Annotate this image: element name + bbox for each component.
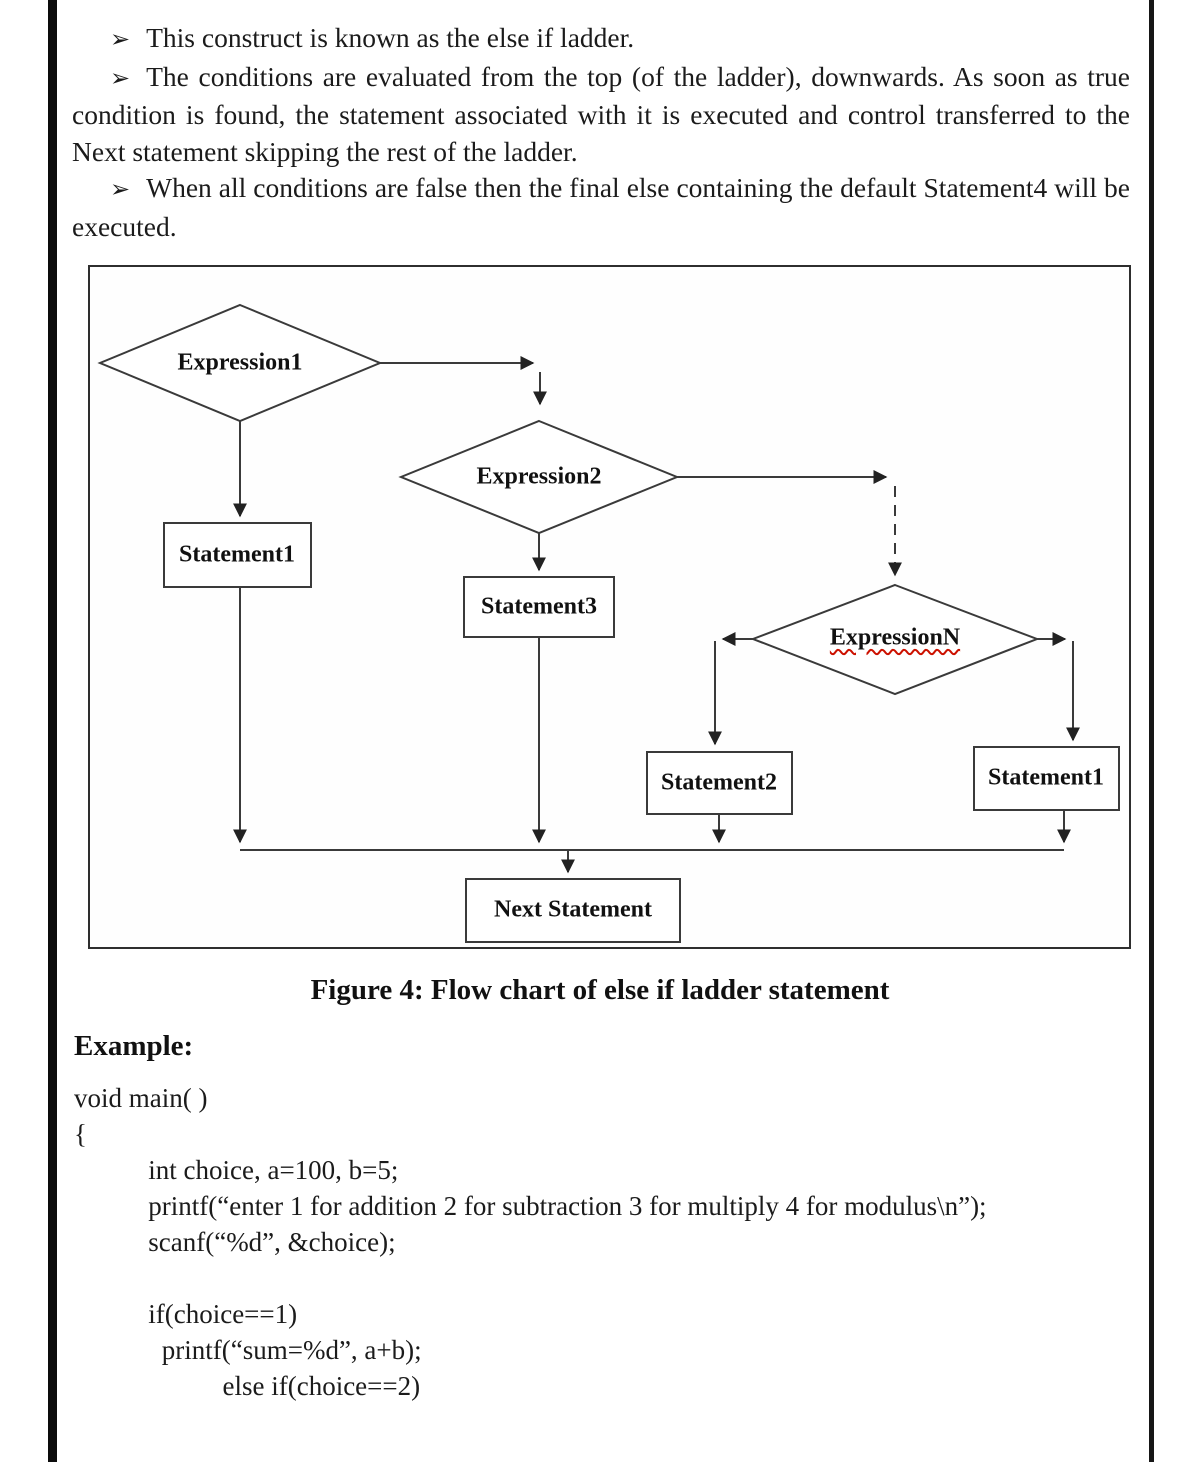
code-line: int choice, a=100, b=5; — [74, 1155, 399, 1185]
code-block: void main( ) { int choice, a=100, b=5; p… — [74, 1080, 1134, 1404]
statement2-label: Statement2 — [661, 769, 777, 796]
flowchart-canvas — [97, 303, 1120, 943]
statement3-label: Statement3 — [481, 593, 597, 620]
bullet-point: ➢The conditions are evaluated from the t… — [72, 59, 1130, 171]
example-heading: Example: — [74, 1030, 194, 1062]
flowchart-figure: Expression1 Expression2 ExpressionN Stat… — [88, 265, 1131, 949]
bullet-text: This construct is known as the else if l… — [146, 22, 635, 53]
bullet-point: ➢When all conditions are false then the … — [72, 170, 1130, 245]
code-line: else if(choice==2) — [74, 1371, 421, 1401]
code-line: { — [74, 1119, 87, 1149]
bullet-text: When all conditions are false then the f… — [72, 172, 1130, 242]
code-line: printf(“sum=%d”, a+b); — [74, 1335, 422, 1365]
statement2-box — [646, 751, 793, 815]
statement1-right-label: Statement1 — [988, 764, 1104, 791]
code-line: scanf(“%d”, &choice); — [74, 1227, 396, 1257]
intro-text: ➢ This construct is known as the else if … — [72, 20, 1130, 245]
next-statement-box — [465, 878, 681, 943]
statement3-box — [463, 576, 615, 638]
statement1-left-label: Statement1 — [179, 541, 295, 568]
code-line: void main( ) — [74, 1083, 208, 1113]
arrow-bullet-icon: ➢ — [110, 27, 131, 53]
expression2-label: Expression2 — [476, 463, 602, 490]
statement1-left-box — [163, 522, 312, 588]
bullet-text: The conditions are evaluated from the to… — [72, 60, 1130, 167]
code-line: printf(“enter 1 for addition 2 for subtr… — [74, 1191, 987, 1221]
arrow-bullet-icon: ➢ — [110, 177, 131, 203]
code-line — [74, 1260, 1134, 1296]
page-right-border — [1149, 0, 1154, 1462]
page-left-border — [48, 0, 57, 1462]
bullet-point: ➢ This construct is known as the else if … — [72, 20, 1130, 59]
arrow-bullet-icon: ➢ — [110, 65, 131, 92]
statement1-right-box — [973, 746, 1120, 811]
next-statement-label: Next Statement — [494, 896, 652, 923]
code-line: if(choice==1) — [74, 1299, 298, 1329]
expressionN-label: ExpressionN — [829, 624, 961, 651]
figure-caption: Figure 4: Flow chart of else if ladder s… — [310, 974, 890, 1006]
expression1-label: Expression1 — [177, 349, 303, 376]
expressionN-diamond — [750, 583, 1040, 696]
